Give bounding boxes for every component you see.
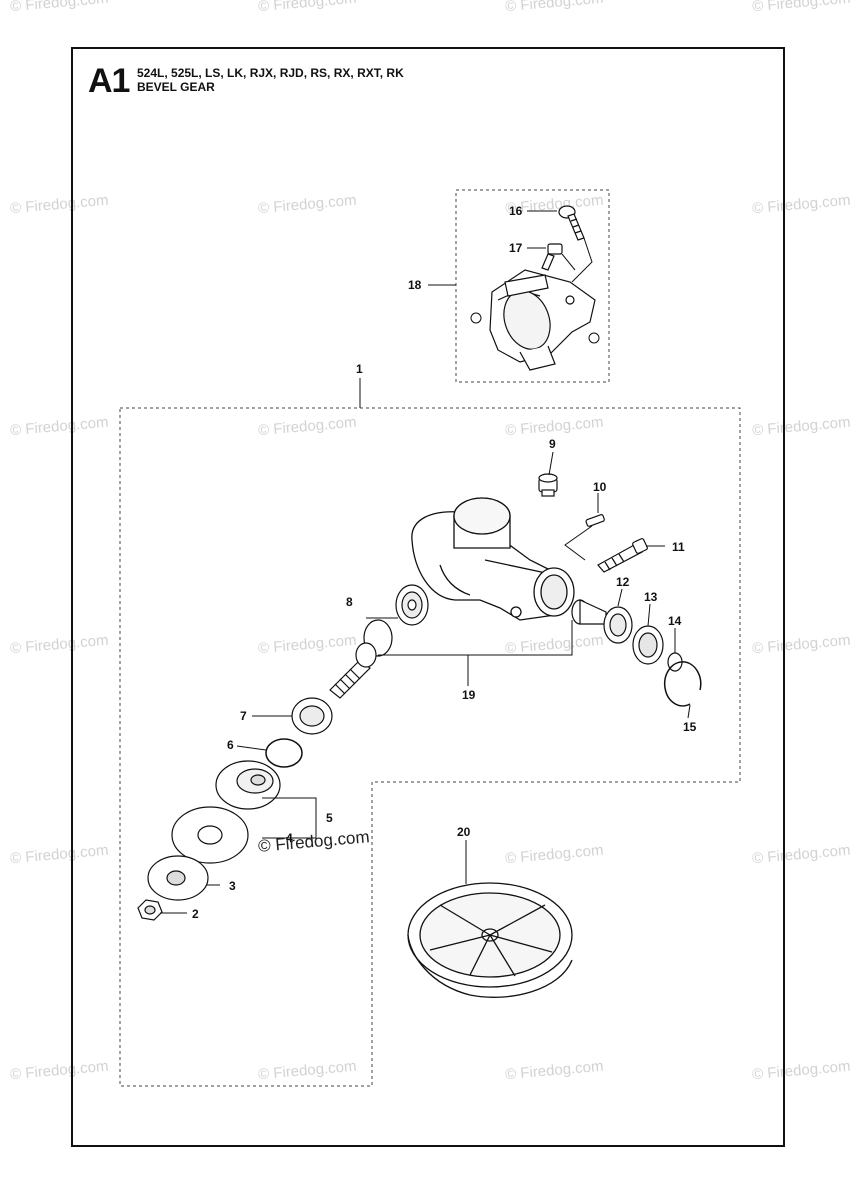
callout-5[interactable]: 5 (326, 811, 333, 825)
disc-4-part (171, 806, 249, 864)
callout-4[interactable]: 4 (286, 831, 293, 845)
shield-bracket-part (489, 269, 596, 371)
gear-shaft-19-part (329, 619, 393, 699)
guard-cup-20-part (407, 882, 573, 998)
bearing-8-part (395, 584, 429, 626)
bearing-12-part (603, 606, 633, 644)
callout-19[interactable]: 19 (462, 688, 476, 702)
callout-13[interactable]: 13 (644, 590, 658, 604)
callout-2[interactable]: 2 (192, 907, 199, 921)
small-nut-part (470, 312, 600, 344)
leaders-18 (428, 210, 593, 286)
callout-6[interactable]: 6 (227, 738, 234, 752)
circlip-15-part (664, 661, 702, 707)
gear-housing-part (411, 497, 575, 621)
screw-10-part (585, 514, 605, 527)
callout-1[interactable]: 1 (356, 362, 363, 376)
model-list: 524L, 525L, LS, LK, RJX, RJD, RS, RX, RX… (137, 66, 404, 80)
pinion-19-part (571, 599, 607, 625)
callout-15[interactable]: 15 (683, 720, 697, 734)
section-code: A1 (88, 62, 130, 100)
callout-10[interactable]: 10 (593, 480, 607, 494)
seal-13-part (632, 625, 664, 665)
flange-5-part (215, 760, 281, 810)
ring-6-part (265, 738, 303, 768)
leaders-main (160, 451, 691, 914)
callout-8[interactable]: 8 (346, 595, 353, 609)
callout-11[interactable]: 11 (672, 540, 685, 554)
screw-17-part (541, 243, 563, 271)
group-box-18 (455, 189, 610, 383)
callout-18[interactable]: 18 (408, 278, 422, 292)
callout-20[interactable]: 20 (457, 825, 471, 839)
page-frame (71, 47, 785, 1147)
callout-17[interactable]: 17 (509, 241, 523, 255)
bearing-7-part (291, 697, 333, 735)
plug-9-part (538, 473, 558, 497)
disc-3-part (147, 855, 209, 901)
callout-16[interactable]: 16 (509, 204, 523, 218)
callout-3[interactable]: 3 (229, 879, 236, 893)
callout-7[interactable]: 7 (240, 709, 247, 723)
callout-14[interactable]: 14 (668, 614, 682, 628)
nut-2-part (137, 899, 163, 921)
bolt-11-part (597, 538, 648, 573)
section-title: BEVEL GEAR (137, 80, 215, 94)
callout-9[interactable]: 9 (549, 437, 556, 451)
callout-12[interactable]: 12 (616, 575, 630, 589)
group-box-1 (119, 407, 741, 1087)
screw-16-part (558, 205, 585, 241)
